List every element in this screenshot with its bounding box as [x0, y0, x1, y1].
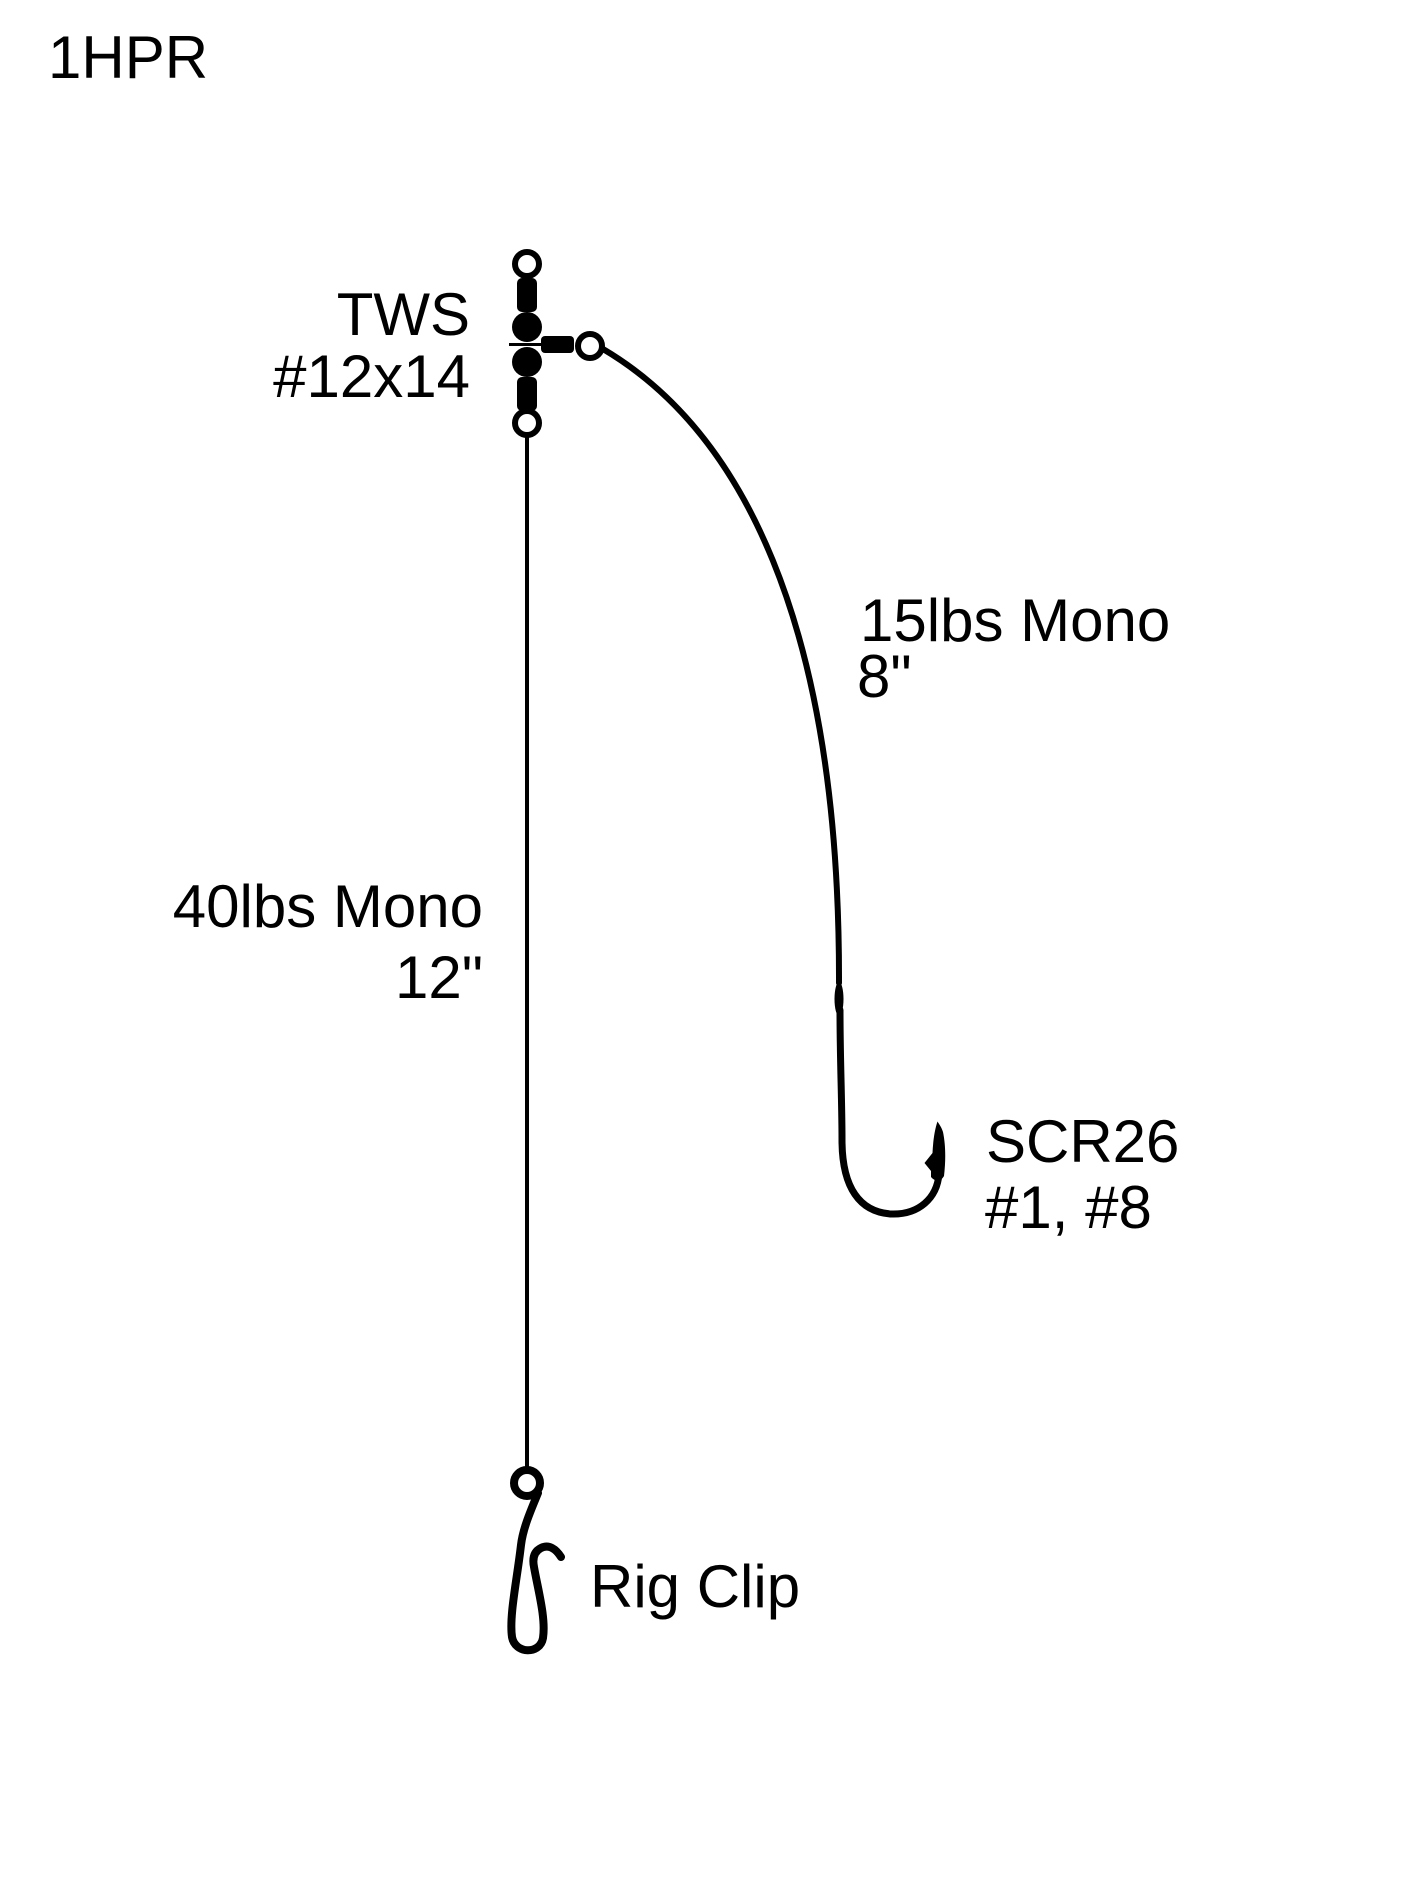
- mainline-label-strength: 40lbs Mono: [173, 873, 483, 940]
- swivel-label-line2: #12x14: [273, 343, 470, 410]
- hook-shank-bend: [836, 1006, 943, 1218]
- hook-point-barb: [924, 1121, 946, 1181]
- rig-clip-loop: [510, 1466, 544, 1500]
- dropper-label-length: 8": [857, 643, 912, 710]
- swivel-top-barrel: [517, 278, 537, 312]
- dropper-label-strength: 15lbs Mono: [860, 587, 1170, 654]
- page-title: 1HPR: [48, 24, 208, 91]
- swivel-lower-ball: [512, 347, 542, 377]
- swivel-side-barrel: [541, 336, 574, 353]
- swivel-side-ring: [575, 331, 605, 361]
- mainline-label-length: 12": [395, 944, 483, 1011]
- dropper-line: [600, 346, 843, 986]
- hook-icon: [834, 982, 946, 1218]
- swivel-bottom-barrel: [517, 377, 537, 411]
- swivel-label-line1: TWS: [337, 281, 470, 348]
- hook-label-model: SCR26: [986, 1108, 1179, 1175]
- swivel-bottom-ring: [512, 408, 542, 438]
- swivel-top-ring: [512, 249, 542, 279]
- clip-label: Rig Clip: [590, 1553, 800, 1620]
- three-way-swivel-icon: [509, 249, 605, 438]
- hook-label-sizes: #1, #8: [985, 1174, 1152, 1241]
- swivel-upper-ball: [512, 312, 542, 342]
- rig-clip-body: [507, 1489, 565, 1655]
- rig-clip-icon: [507, 1466, 565, 1655]
